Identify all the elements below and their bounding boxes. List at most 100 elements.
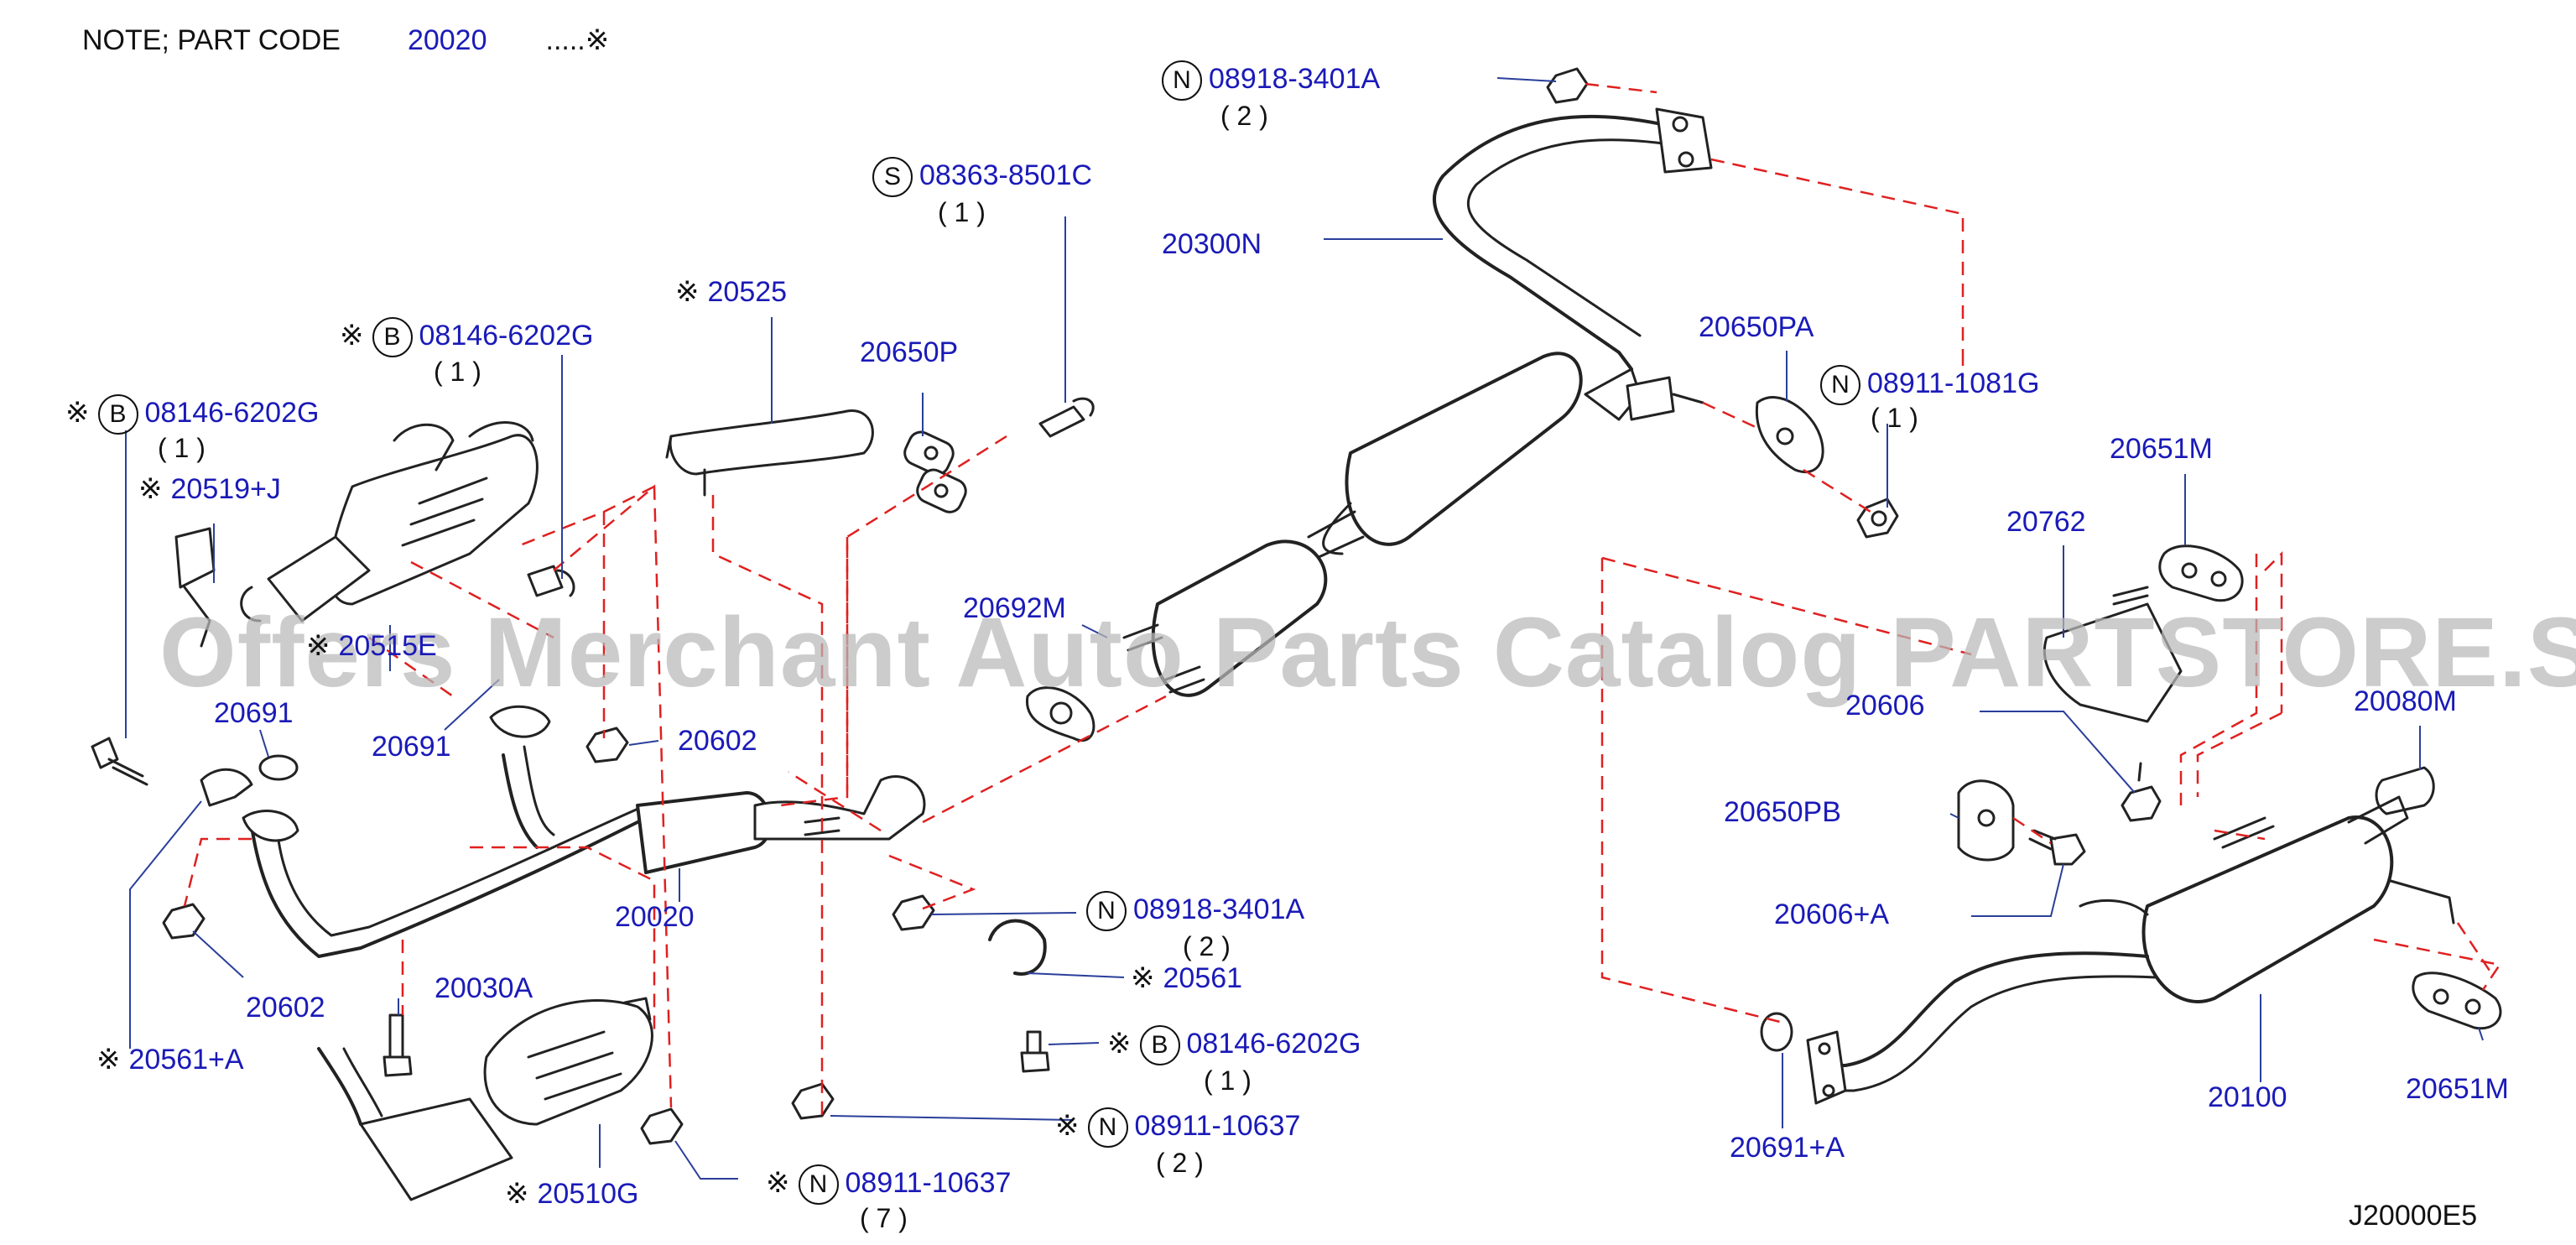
part-number[interactable]: 20602 xyxy=(678,725,757,757)
callout-20519-j[interactable]: ※20519+J xyxy=(138,474,281,504)
leader-lines xyxy=(125,77,2484,1180)
part-number[interactable]: 08363-8501C xyxy=(919,159,1093,191)
asterisk-mark: ※ xyxy=(138,473,163,505)
part-number[interactable]: 20692M xyxy=(963,592,1066,624)
callout-20515e[interactable]: ※20515E xyxy=(306,631,437,661)
part-number[interactable]: 20650P xyxy=(860,336,959,368)
part-quantity: ( 1 ) xyxy=(158,433,206,463)
part-number[interactable]: 08146-6202G xyxy=(419,319,594,352)
part-number[interactable]: 08911-1081G xyxy=(1867,367,2040,399)
callout-20030a[interactable]: 20030A xyxy=(435,973,533,1003)
callout-20525[interactable]: ※20525 xyxy=(675,277,787,307)
part-number[interactable]: 20080M xyxy=(2354,685,2457,717)
part-number[interactable]: 08911-10637 xyxy=(1134,1109,1301,1142)
callout-20606[interactable]: 20606 xyxy=(1845,690,1925,721)
part-number[interactable]: 20561 xyxy=(1163,962,1243,994)
part-number[interactable]: 08911-10637 xyxy=(845,1166,1012,1199)
callout-20510g[interactable]: ※20510G xyxy=(505,1179,639,1209)
part-number[interactable]: 20651M xyxy=(2406,1073,2509,1105)
part-number[interactable]: 08918-3401A xyxy=(1133,893,1305,925)
catalyst-20510g xyxy=(317,997,653,1201)
part-number[interactable]: 20519+J xyxy=(170,473,281,505)
callout-20561[interactable]: ※20561 xyxy=(1131,963,1242,993)
part-number[interactable]: 20691 xyxy=(214,697,294,729)
part-number[interactable]: 20651M xyxy=(2110,433,2213,465)
callout-20692m[interactable]: 20692M xyxy=(963,593,1066,623)
callout-20300n[interactable]: 20300N xyxy=(1162,229,1262,259)
fastener-symbol: N xyxy=(1820,365,1860,405)
part-number[interactable]: 20525 xyxy=(707,276,788,308)
asterisk-mark: ※ xyxy=(65,396,90,429)
callout-20602[interactable]: 20602 xyxy=(246,992,325,1023)
part-number[interactable]: 20691+A xyxy=(1730,1132,1845,1164)
muffler-center xyxy=(1345,352,1583,546)
fastener-symbol: N xyxy=(1162,60,1202,101)
callout-20650pa[interactable]: 20650PA xyxy=(1699,312,1814,342)
part-number[interactable]: 20510G xyxy=(537,1178,639,1210)
part-number[interactable]: 20606 xyxy=(1845,690,1925,721)
insulator-20651m-upper xyxy=(2158,544,2244,602)
fastener-symbol: S xyxy=(872,157,913,197)
part-number[interactable]: 08918-3401A xyxy=(1209,62,1381,95)
asterisk-mark: ※ xyxy=(1107,1027,1132,1060)
part-number[interactable]: 20650PB xyxy=(1724,796,1841,828)
note-code[interactable]: 20020 xyxy=(407,24,487,56)
callout-20691-a[interactable]: 20691+A xyxy=(1730,1133,1845,1163)
muffler-resonator xyxy=(1151,539,1328,697)
callout-20080m[interactable]: 20080M xyxy=(2354,686,2457,716)
part-number[interactable]: 20100 xyxy=(2208,1081,2287,1113)
part-number[interactable]: 20300N xyxy=(1162,228,1262,260)
part-quantity: ( 1 ) xyxy=(938,197,986,227)
part-number[interactable]: 20650PA xyxy=(1699,311,1814,343)
part-number[interactable]: 20515E xyxy=(338,630,437,662)
callout-20651m[interactable]: 20651M xyxy=(2406,1074,2509,1104)
part-drawings xyxy=(91,67,2502,1201)
callout-20651m[interactable]: 20651M xyxy=(2110,434,2213,464)
callout-20561-a[interactable]: ※20561+A xyxy=(96,1044,244,1075)
pipe-20300n xyxy=(1432,114,1671,371)
part-number[interactable]: 20030A xyxy=(435,972,533,1004)
bracket-20762 xyxy=(2043,602,2183,723)
callout-20650p[interactable]: 20650P xyxy=(860,337,958,367)
callout-20100[interactable]: 20100 xyxy=(2208,1082,2287,1112)
callout-20691[interactable]: 20691 xyxy=(372,732,451,762)
tail-tip-20080m xyxy=(2375,766,2435,815)
part-number[interactable]: 20602 xyxy=(246,992,325,1024)
part-number[interactable]: 08146-6202G xyxy=(144,396,320,429)
fastener-symbol: N xyxy=(798,1164,839,1205)
fastener-symbol: B xyxy=(1139,1025,1180,1065)
callout-20606-a[interactable]: 20606+A xyxy=(1774,899,1889,930)
asterisk-mark: ※ xyxy=(306,630,330,662)
part-number[interactable]: 20762 xyxy=(2006,506,2086,538)
callout-20691[interactable]: 20691 xyxy=(214,698,294,728)
part-quantity: ( 1 ) xyxy=(1871,403,1918,433)
asterisk-mark: ※ xyxy=(96,1044,121,1076)
callout-20762[interactable]: 20762 xyxy=(2006,507,2086,537)
callout-20650pb[interactable]: 20650PB xyxy=(1724,797,1841,827)
fastener-symbol: N xyxy=(1087,1107,1128,1148)
fastener-symbol: B xyxy=(97,394,138,435)
part-number[interactable]: 20020 xyxy=(615,901,695,933)
insulator-20651m-lower xyxy=(2412,972,2502,1030)
part-number[interactable]: 20561+A xyxy=(128,1044,244,1076)
part-number[interactable]: 20691 xyxy=(372,731,451,763)
exhaust-manifold xyxy=(174,421,539,648)
part-number[interactable]: 20606+A xyxy=(1774,899,1890,930)
part-number[interactable]: 08146-6202G xyxy=(1186,1027,1361,1060)
callout-20020[interactable]: 20020 xyxy=(615,902,695,932)
part-quantity: ( 2 ) xyxy=(1220,101,1268,131)
main-muffler-20100 xyxy=(1806,795,2455,1105)
part-quantity: ( 2 ) xyxy=(1183,931,1231,961)
callout-20602[interactable]: 20602 xyxy=(678,726,757,756)
